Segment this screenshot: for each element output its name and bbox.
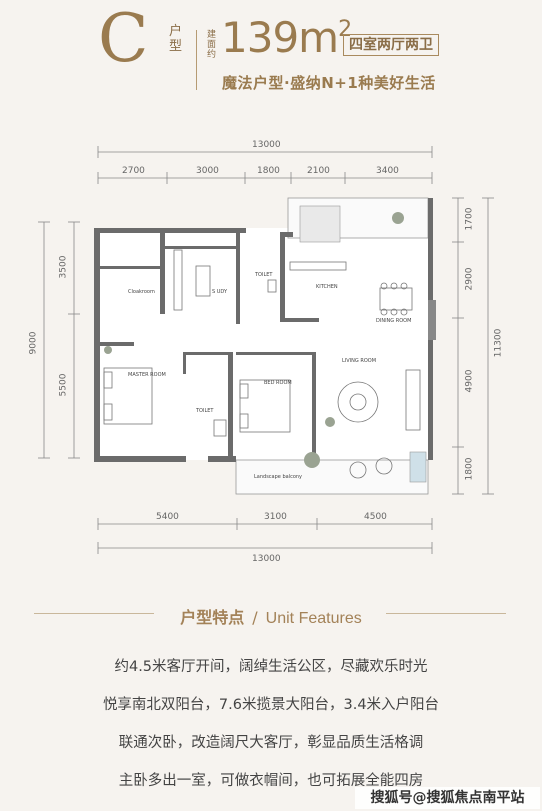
area-number: 139 xyxy=(221,13,299,62)
room-living: LIVING ROOM xyxy=(342,358,377,364)
dim-right-4: 1800 xyxy=(464,457,475,481)
features-title-sep: / xyxy=(252,608,258,627)
divider-left xyxy=(34,613,154,614)
area-value: 139m2 xyxy=(221,17,352,59)
divider-right xyxy=(386,613,506,614)
feature-line-1: 约4.5米客厅开间，阔绰生活公区，尽藏欢乐时光 xyxy=(114,659,428,675)
dim-left-2: 5500 xyxy=(58,373,69,397)
room-balcony: Landscape balcony xyxy=(254,474,303,480)
dim-left-1: 3500 xyxy=(58,255,69,279)
area-superscript: 2 xyxy=(338,17,352,42)
dim-right-3: 4900 xyxy=(464,369,475,393)
room-toilet-1: TOILET xyxy=(255,272,273,278)
dim-top-5: 3400 xyxy=(376,166,399,176)
plants xyxy=(104,212,404,468)
dim-top-4: 2100 xyxy=(307,166,330,176)
features-title-en: Unit Features xyxy=(265,610,362,627)
top-dimension-lines xyxy=(38,146,494,554)
slogan: 魔法户型·盛纳N+1种美好生活 xyxy=(222,74,436,92)
furniture xyxy=(103,249,421,479)
room-dining: DINING ROOM xyxy=(376,318,412,324)
dim-bottom-1: 5400 xyxy=(156,512,179,522)
dim-top-1: 2700 xyxy=(122,166,145,176)
area-label: 建面约 xyxy=(207,30,217,60)
floor-plan xyxy=(38,146,494,554)
room-cloakroom: Cloakroom xyxy=(128,289,155,295)
feature-line-3: 联通次卧，改造阔尺大客厅，彰显品质生活格调 xyxy=(118,735,424,751)
dim-top-2: 3000 xyxy=(196,166,219,176)
rooms-badge: 四室两厅两卫 xyxy=(343,34,439,56)
feature-line-4: 主卧多出一室，可做衣帽间，也可拓展全能四房 xyxy=(118,773,424,789)
dim-right-1: 1700 xyxy=(464,207,475,231)
type-label: 户型 xyxy=(169,24,183,54)
floor-areas xyxy=(98,197,430,495)
unit-letter: C xyxy=(98,0,149,77)
dim-bottom-total: 13000 xyxy=(252,554,281,564)
dim-right-total: 11300 xyxy=(493,328,504,358)
dim-top-total: 13000 xyxy=(252,140,281,150)
room-master: MASTER ROOM xyxy=(128,372,166,378)
room-study: S UDY xyxy=(212,289,228,295)
watermark: 搜狐号@搜狐焦点南平站 xyxy=(355,787,540,809)
room-toilet-2: TOILET xyxy=(196,408,214,414)
dim-bottom-2: 3100 xyxy=(264,512,287,522)
features-title-cn: 户型特点 xyxy=(180,608,245,627)
dim-top-3: 1800 xyxy=(257,166,280,176)
walls xyxy=(94,198,436,462)
header-divider xyxy=(196,30,197,90)
area-unit: m xyxy=(298,13,339,62)
dim-bottom-3: 4500 xyxy=(364,512,387,522)
room-kitchen: KITCHEN xyxy=(316,284,338,290)
feature-line-2: 悦享南北双阳台，7.6米揽景大阳台，3.4米入户阳台 xyxy=(102,697,440,713)
dim-right-2: 2900 xyxy=(464,267,475,291)
dim-left-total: 9000 xyxy=(28,331,39,355)
room-bedroom: BED ROOM xyxy=(264,380,292,386)
features-title: 户型特点 / Unit Features xyxy=(0,604,542,628)
